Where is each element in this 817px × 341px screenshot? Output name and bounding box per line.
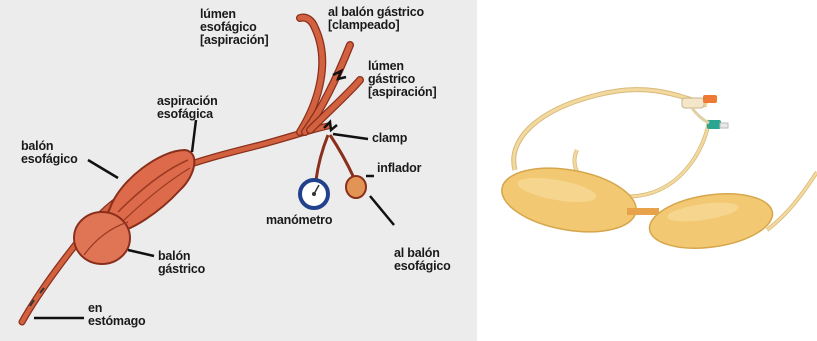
device-photo: [477, 0, 817, 341]
device-photo-panel: [477, 0, 817, 341]
line-to-inflador: [330, 135, 354, 178]
label-balon-gastrico: balón gástrico: [158, 250, 205, 276]
photo-balloon-right: [646, 187, 776, 256]
label-manometro: manómetro: [266, 214, 332, 227]
photo-tube-tail: [767, 172, 817, 230]
label-clamp: clamp: [372, 132, 407, 145]
label-aspiracion-esofagica: aspiración esofágica: [157, 95, 218, 121]
label-lumen-gastrico: lúmen gástrico [aspiración]: [368, 60, 436, 99]
photo-tube-loop: [514, 90, 707, 170]
gastric-balloon: [74, 212, 130, 264]
label-al-balon-gastrico: al balón gástrico [clampeado]: [328, 6, 424, 32]
photo-connector-hub: [682, 98, 704, 108]
tube-diagram-panel: lúmen esofágico [aspiración] al balón gá…: [0, 0, 477, 341]
line-to-manometer: [316, 135, 328, 180]
inflador-bulb: [346, 176, 366, 198]
label-en-estomago: en estómago: [88, 302, 145, 328]
photo-orange-cap: [703, 95, 717, 103]
label-balon-esofagico: balón esofágico: [21, 140, 78, 166]
label-al-balon-esofagico: al balón esofágico: [394, 247, 451, 273]
photo-balloon-junction: [627, 208, 659, 215]
photo-green-cap: [707, 120, 721, 129]
label-lumen-esofagico: lúmen esofágico [aspiración]: [200, 8, 268, 47]
label-inflador: inflador: [377, 162, 421, 175]
